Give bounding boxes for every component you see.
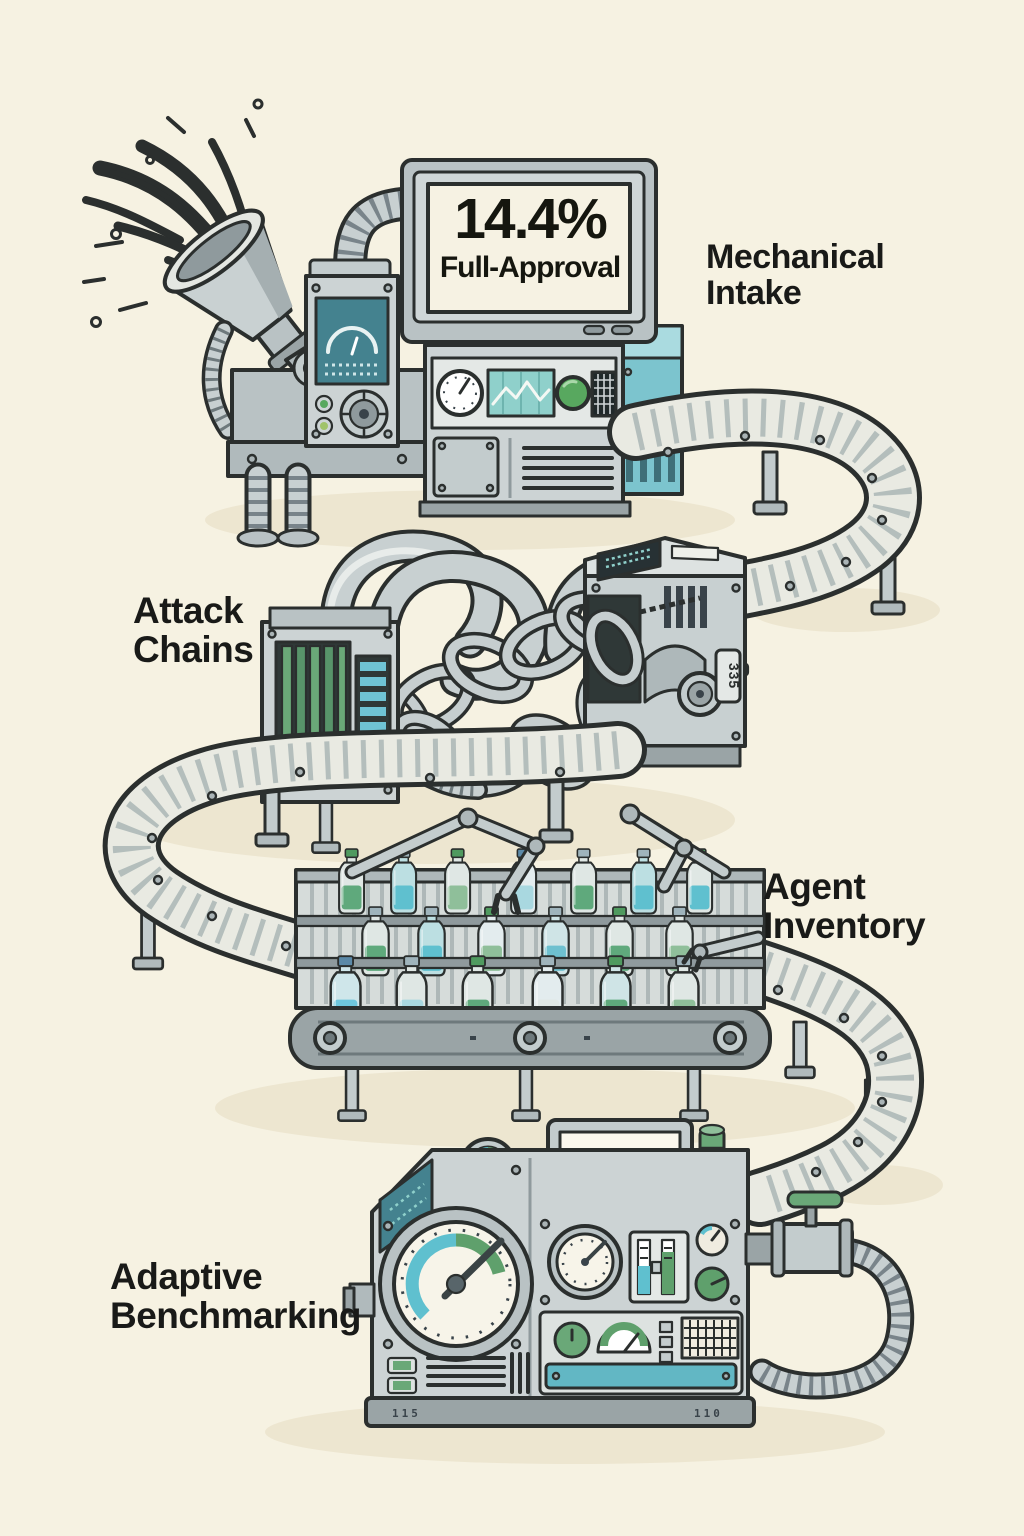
valve-handle — [786, 1190, 844, 1209]
monitor-button-1 — [582, 324, 606, 336]
label-mechanical-intake: Mechanical Intake — [706, 238, 885, 312]
intake-funnel — [162, 208, 317, 373]
intake-main-body — [418, 343, 632, 518]
label-attack-chains: Attack Chains — [133, 590, 254, 670]
access-plate — [432, 436, 500, 498]
approval-rate-caption: Full-Approval — [439, 250, 621, 284]
tray-belt-bar — [288, 1006, 772, 1122]
intake-control-tower — [304, 274, 400, 448]
round-gauge — [436, 369, 484, 417]
teal-stripe-panel — [354, 654, 392, 746]
vent-slats — [664, 586, 707, 628]
monitor-readout: 14.4% Full-Approval — [428, 187, 632, 285]
conveyor-middle — [132, 750, 618, 969]
approval-rate-value: 14.4% — [454, 187, 608, 251]
rotary-dial — [339, 389, 389, 439]
duct-to-monitor — [308, 187, 419, 285]
machine-base: 115 110 — [364, 1396, 756, 1428]
valve-and-hose — [744, 1190, 915, 1400]
left-bottom-details — [386, 1352, 530, 1395]
tower-gauge-screen — [314, 296, 390, 386]
medium-gauge — [547, 1224, 623, 1300]
waveform-screen — [486, 368, 556, 418]
keypad — [590, 370, 618, 418]
slider-block — [628, 1230, 690, 1304]
conveyor-descent — [746, 964, 895, 1198]
base-number-right: 110 — [694, 1407, 723, 1420]
benchmark-machine: 115 110 — [342, 1118, 915, 1428]
chain-unit-badge-text: 335 — [726, 663, 742, 689]
keypad-grid — [680, 1316, 740, 1360]
teal-strip — [544, 1362, 738, 1390]
intake-machine — [226, 187, 568, 548]
monitor-button-2 — [610, 324, 634, 336]
label-adaptive-benchmarking: Adaptive Benchmarking — [110, 1256, 362, 1336]
bottom-subpanel — [538, 1310, 744, 1396]
label-agent-inventory: Agent Inventory — [763, 866, 926, 946]
big-gauge — [378, 1164, 534, 1362]
top-screen — [596, 538, 662, 582]
intake-pipes-down — [236, 462, 320, 548]
base-number-left: 115 — [392, 1407, 421, 1420]
control-panel — [539, 1218, 741, 1306]
vent-lines — [522, 446, 614, 490]
label-slot — [670, 544, 720, 562]
motion-dashes — [82, 98, 264, 328]
robotic-arms — [344, 803, 766, 973]
agent-inventory-tray — [288, 803, 772, 1122]
badge-335: 335 — [714, 648, 742, 704]
